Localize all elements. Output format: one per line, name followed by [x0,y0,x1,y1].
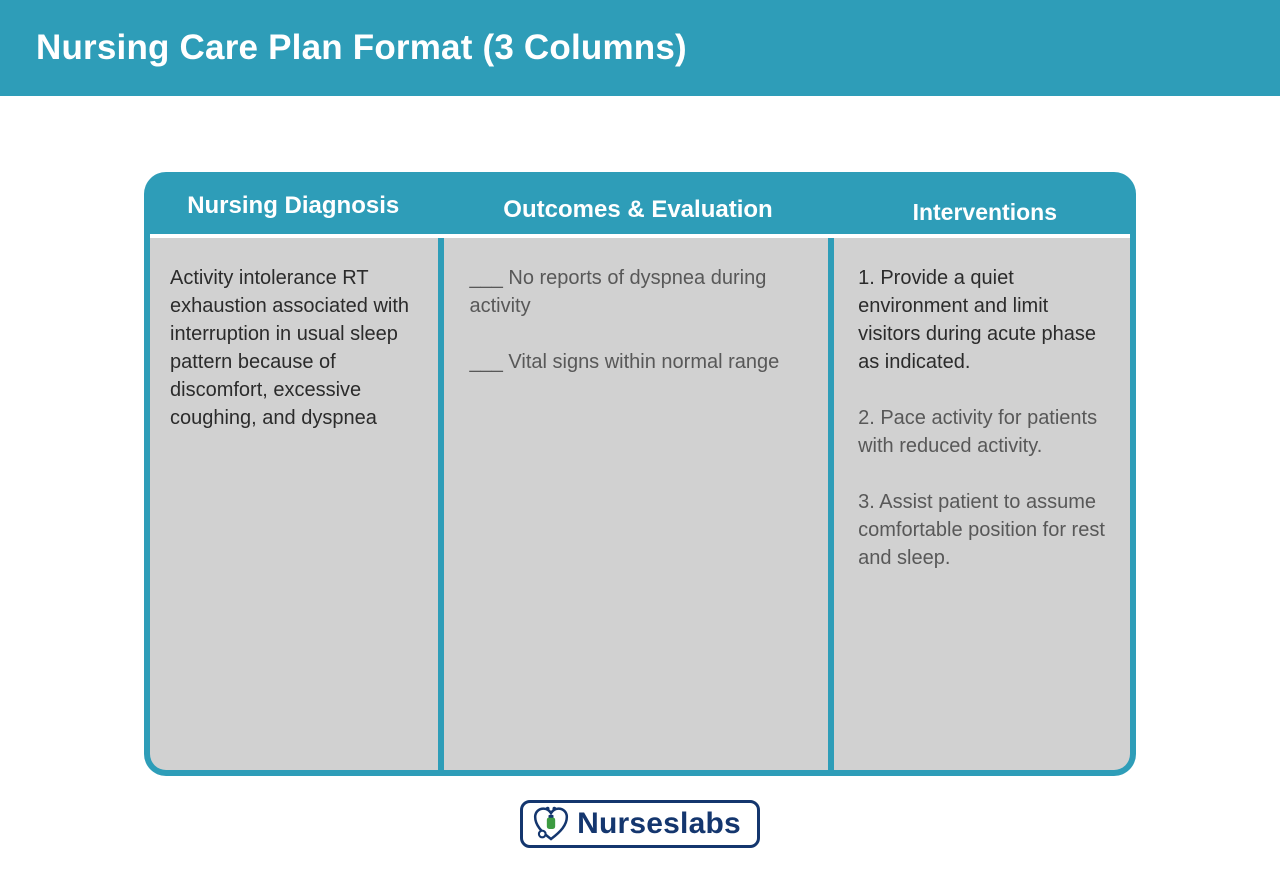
column-header-interventions: Interventions [912,198,1057,225]
page-title: Nursing Care Plan Format (3 Columns) [36,28,687,67]
content-area: Nursing Diagnosis Outcomes & Evaluation … [0,172,1280,849]
outcome-item: ___ No reports of dyspnea during activit… [469,267,767,317]
outcome-item: ___ Vital signs within normal range [469,351,780,373]
heart-stethoscope-icon [531,804,571,844]
intervention-item: 3. Assist patient to assume comfortable … [858,491,1105,569]
intervention-item: 2. Pace activity for patients with reduc… [858,407,1098,457]
intervention-item: 1. Provide a quiet environment and limit… [858,267,1097,373]
logo-text: Nurseslabs [577,807,741,840]
table-header-row: Nursing Diagnosis Outcomes & Evaluation … [150,178,1130,234]
diagnosis-text: Activity intolerance RT exhaustion assoc… [170,267,410,429]
cell-interventions: 1. Provide a quiet environment and limit… [834,238,1131,770]
cell-outcomes-evaluation: ___ No reports of dyspnea during activit… [444,238,829,770]
footer: Nurseslabs [0,800,1280,849]
column-header-outcomes-evaluation: Outcomes & Evaluation [503,196,773,223]
care-plan-table: Nursing Diagnosis Outcomes & Evaluation … [144,172,1136,776]
column-header-nursing-diagnosis: Nursing Diagnosis [187,192,400,219]
nurseslabs-logo: Nurseslabs [520,800,760,848]
table-body-row: Activity intolerance RT exhaustion assoc… [150,238,1131,770]
page-header: Nursing Care Plan Format (3 Columns) [0,0,1280,96]
header-body-divider [150,234,1130,238]
cell-nursing-diagnosis: Activity intolerance RT exhaustion assoc… [150,238,439,770]
